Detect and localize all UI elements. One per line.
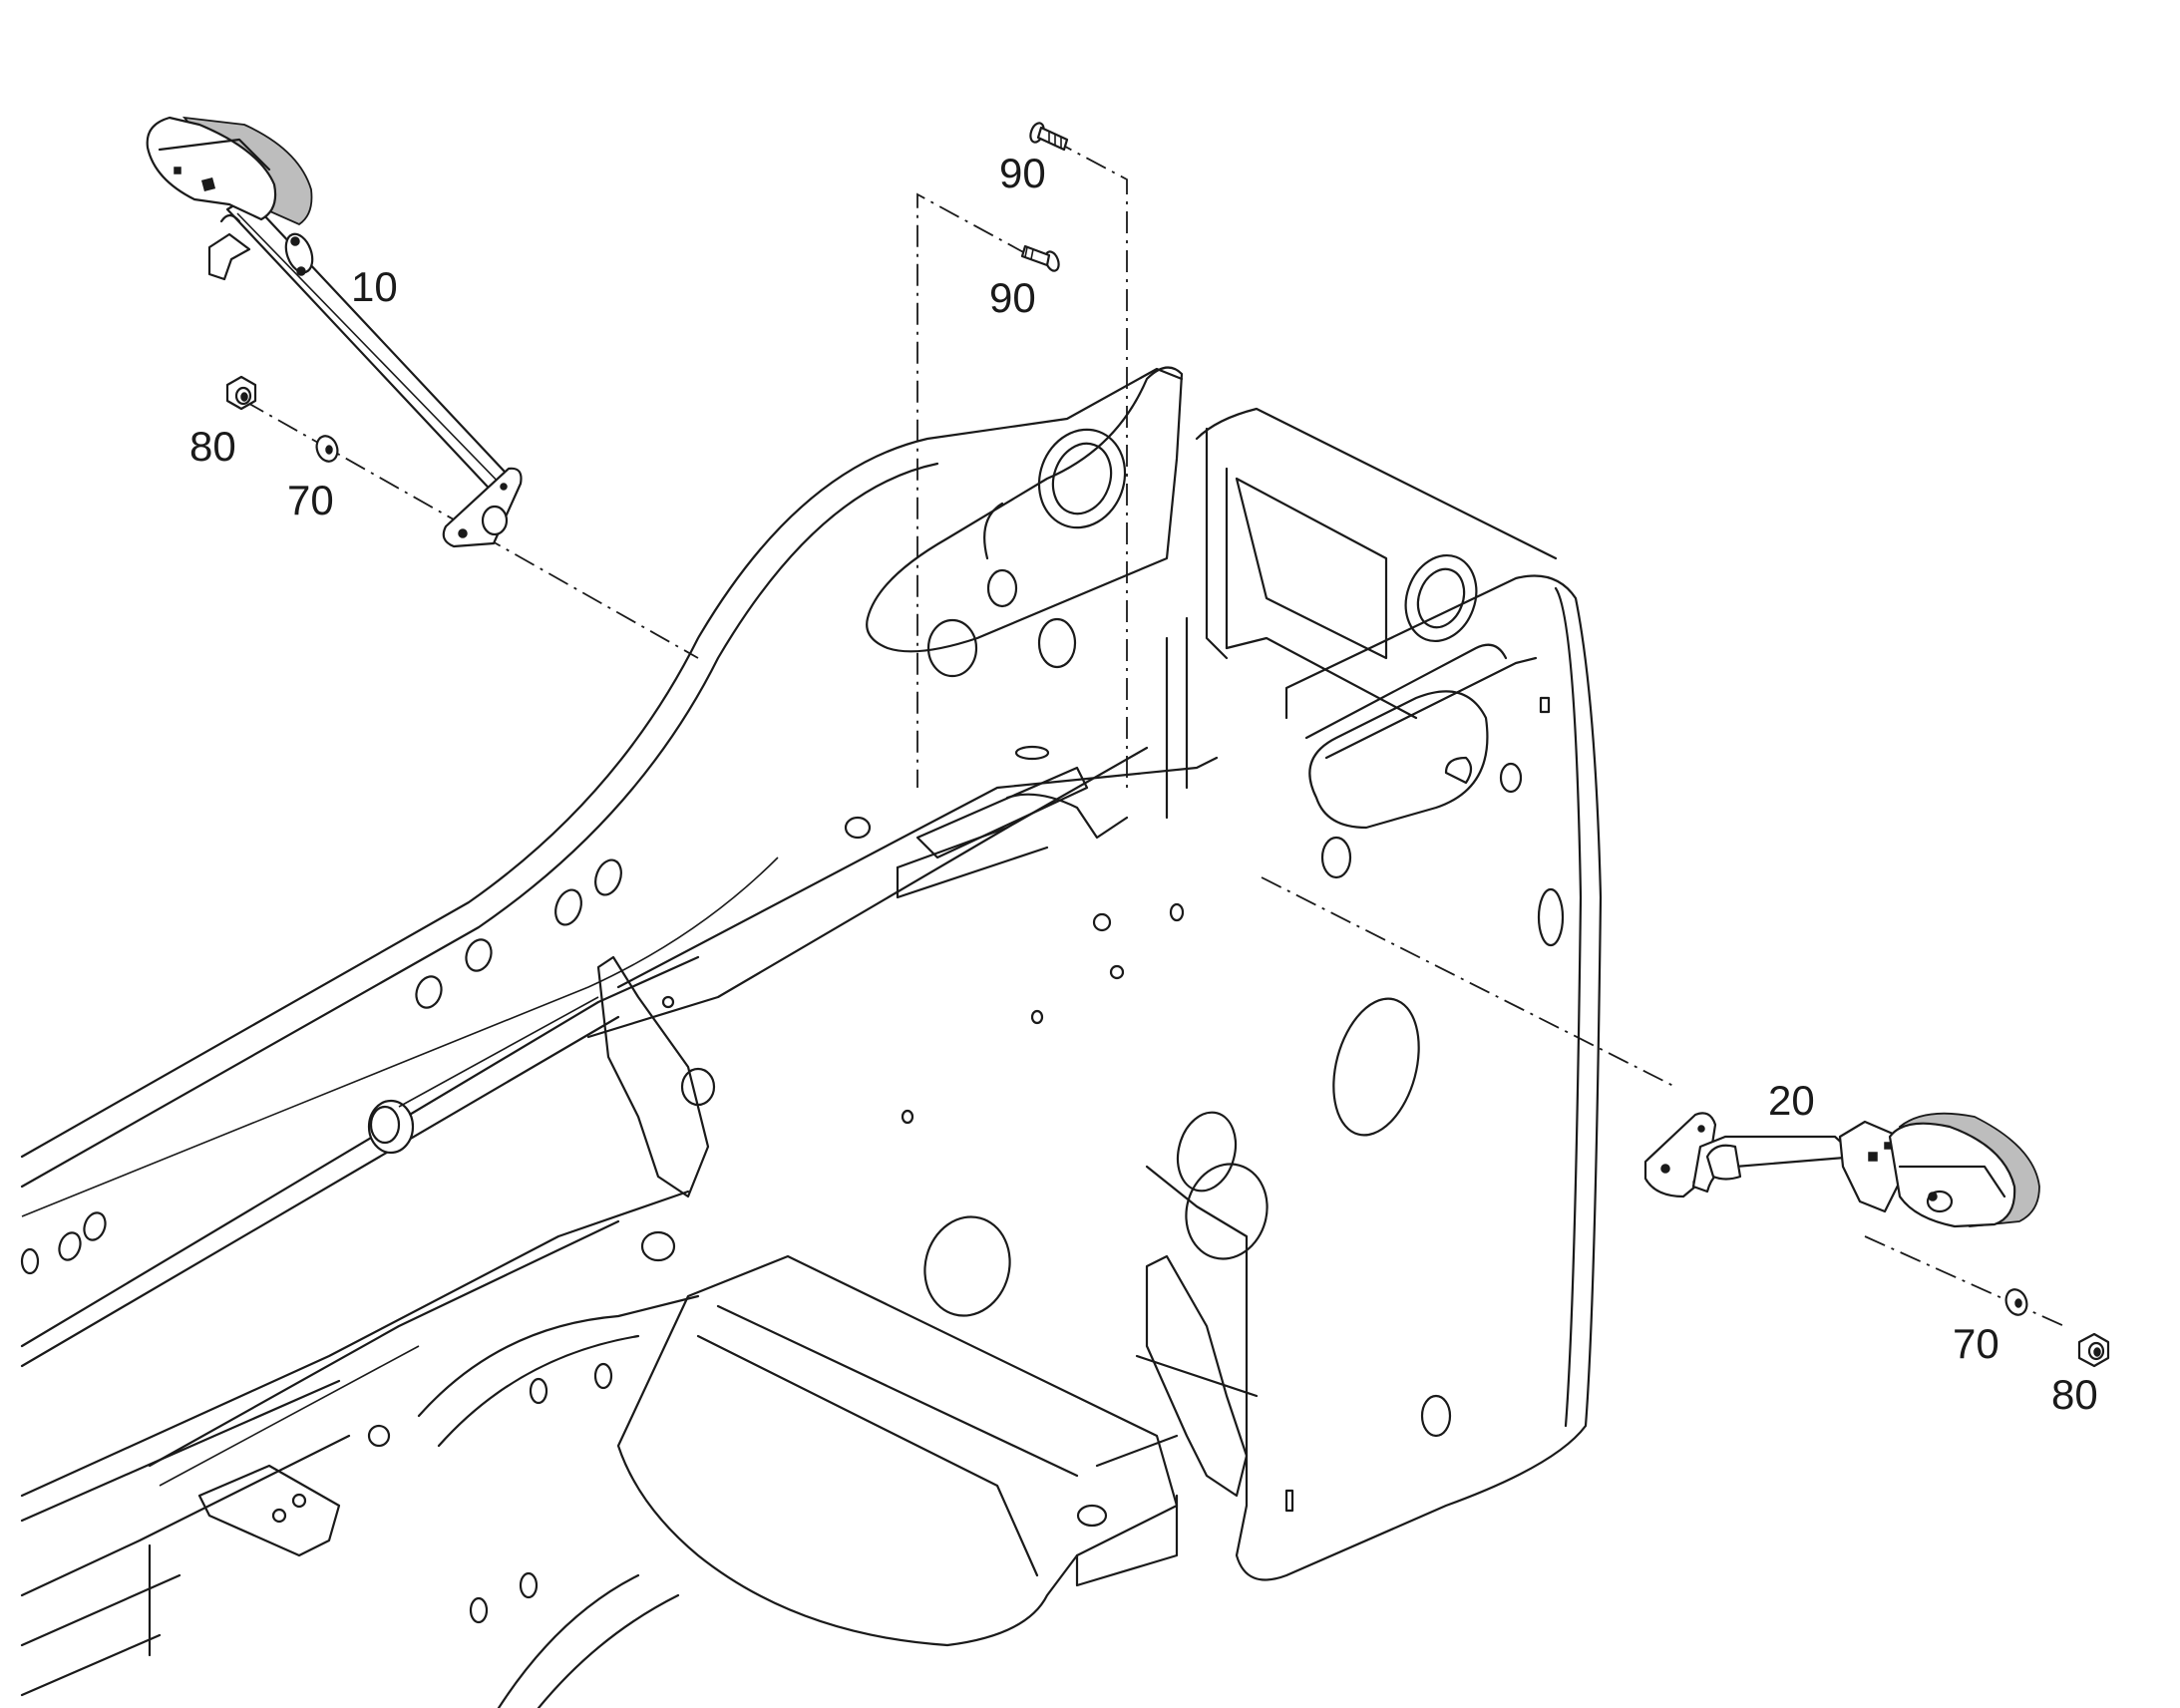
nut-80-left bbox=[225, 375, 257, 411]
chassis-frame bbox=[20, 366, 1603, 1708]
frame-holes bbox=[20, 428, 1565, 1624]
beam-spacer bbox=[367, 996, 599, 1155]
lamp-assembly-20 bbox=[1643, 1112, 2040, 1228]
callout-70-left: 70 bbox=[287, 477, 334, 523]
callout-90-top: 90 bbox=[999, 150, 1046, 196]
washer-70-right bbox=[2004, 1288, 2028, 1316]
lamp-assembly-10 bbox=[146, 116, 523, 548]
callout-20: 20 bbox=[1768, 1077, 1815, 1124]
washer-70-left bbox=[315, 435, 339, 463]
bolt-90-top bbox=[1029, 122, 1069, 152]
callout-80-left: 80 bbox=[189, 423, 236, 470]
nut-80-right bbox=[2077, 1332, 2110, 1368]
callout-90-mid: 90 bbox=[989, 274, 1036, 321]
callout-labels: 10 20 80 70 90 90 70 80 bbox=[189, 150, 2098, 1418]
callout-80-right: 80 bbox=[2051, 1371, 2098, 1418]
bolt-90-mid bbox=[1020, 244, 1060, 272]
callout-70-right: 70 bbox=[1953, 1320, 1999, 1367]
fasteners bbox=[225, 122, 2110, 1368]
callout-10: 10 bbox=[351, 263, 398, 310]
